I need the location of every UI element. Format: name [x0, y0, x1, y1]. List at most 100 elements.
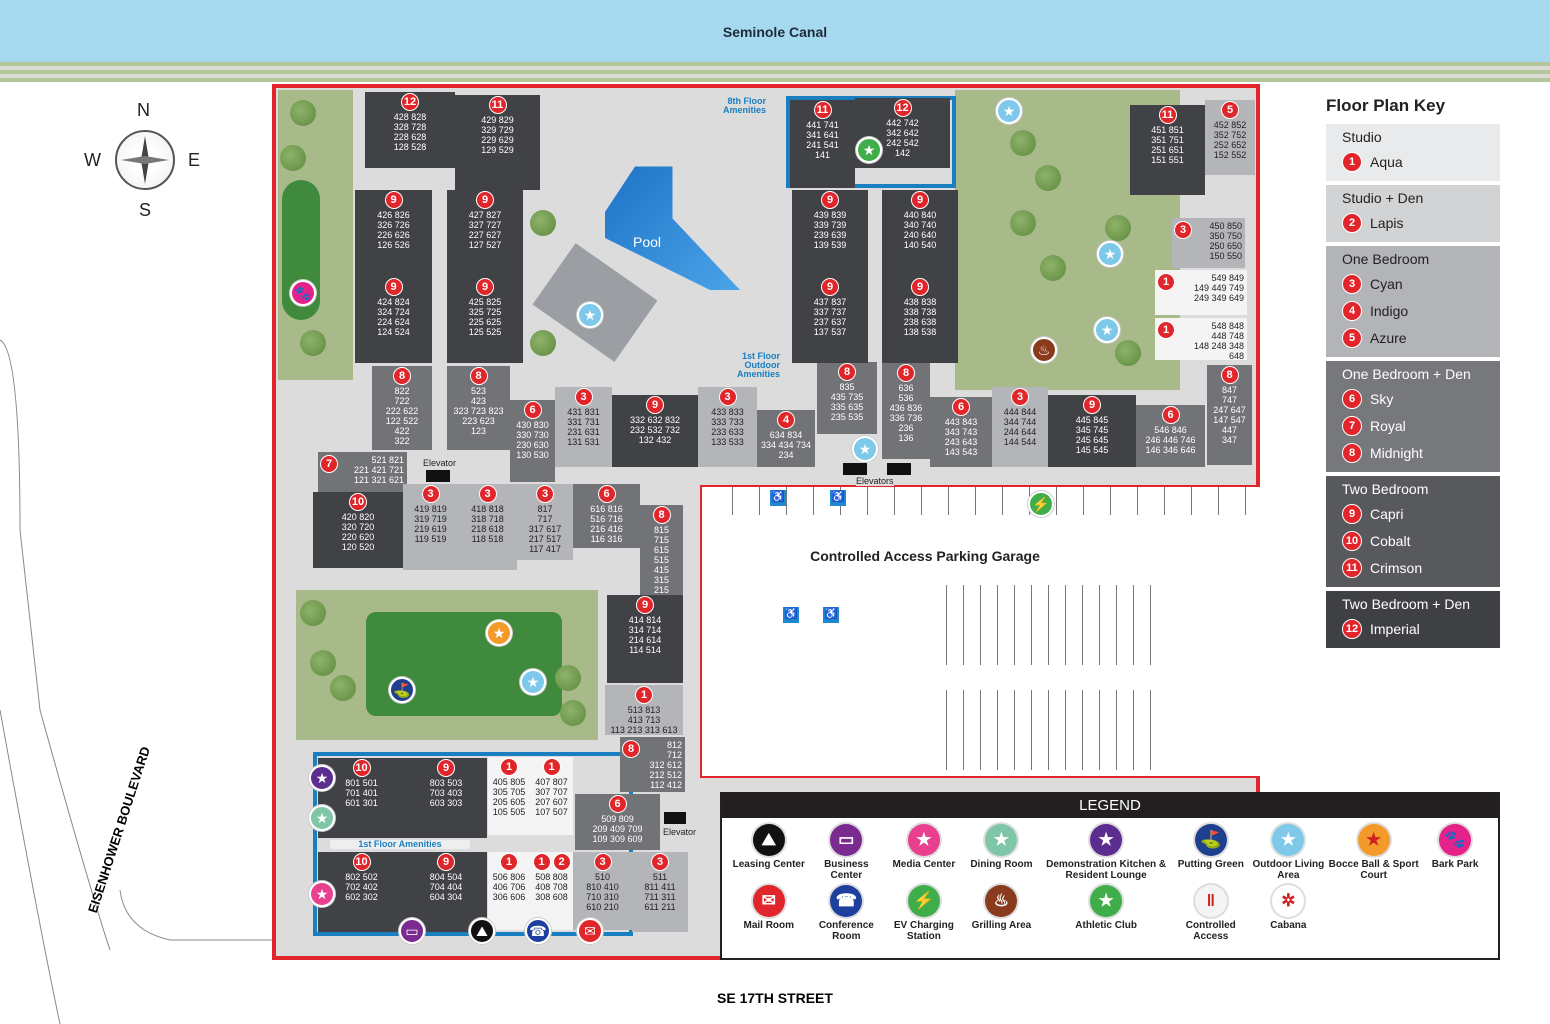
elevator-label: Elevator — [423, 458, 457, 468]
unit-numbers: 442 742 342 642 242 542 142 — [886, 118, 919, 158]
floor-plan-badges: 9 — [882, 191, 958, 209]
floor-plan-badges: 11 — [1130, 106, 1205, 124]
floor-plan-name: Crimson — [1370, 559, 1423, 576]
tree — [1010, 210, 1036, 236]
athletic-club-marker-icon[interactable]: ★ — [856, 137, 882, 163]
unit-numbers: 414 814 314 714 214 614 114 514 — [628, 615, 662, 655]
floor-plan-badge: 3 — [651, 853, 669, 871]
elevators-label: Elevators — [856, 476, 894, 486]
accessible-parking-icon: ♿ — [830, 490, 846, 506]
roads — [0, 339, 280, 1024]
business-center-marker-icon[interactable]: ▭ — [399, 918, 425, 944]
floor-plan-badge: 10 — [352, 853, 371, 871]
outdoor-living-marker-icon[interactable]: ★ — [996, 98, 1022, 124]
outdoor-living-marker-icon[interactable]: ★ — [1094, 317, 1120, 343]
leasing-center-marker-icon[interactable]: ⛰ — [469, 918, 495, 944]
media-center-marker-icon[interactable]: ★ — [309, 881, 335, 907]
mail-room-marker-icon[interactable]: ✉ — [577, 918, 603, 944]
floor-plan-badge: 6 — [523, 401, 542, 419]
floor-plan-badges: 9 — [882, 278, 958, 296]
ev-charging-marker-icon[interactable]: ⚡ — [1028, 491, 1054, 517]
demonstration-kitchen-marker-icon[interactable]: ★ — [309, 765, 335, 791]
bark-park-marker-icon[interactable]: 🐾 — [290, 280, 316, 306]
legend-label: Demonstration Kitchen & Resident Lounge — [1046, 859, 1167, 881]
unit-numbers: 506 806 406 706 306 606 — [492, 872, 526, 902]
floor-plan-badge: 3 — [718, 388, 737, 406]
unit-numbers: 405 805 305 705 205 605 105 505 — [492, 777, 526, 817]
bocce-ball-marker-icon[interactable]: ★ — [486, 620, 512, 646]
outdoor-living-marker-icon[interactable]: ★ — [1097, 241, 1123, 267]
outdoor-living-marker-icon[interactable]: ★ — [520, 669, 546, 695]
golf-ball-icon: ⛳ — [1194, 824, 1227, 856]
outdoor-living-marker-icon[interactable]: ★ — [852, 436, 878, 462]
pool-label: Pool — [633, 234, 662, 250]
floor-plan-badges: 1 — [605, 686, 683, 704]
floor-plan-badge: 6 — [952, 398, 970, 416]
grilling-area-marker-icon[interactable]: ♨ — [1031, 337, 1057, 363]
floor-plan-badges: 9 — [792, 278, 868, 296]
putting-green-marker-icon[interactable]: ⛳ — [389, 677, 415, 703]
dining-room-marker-icon[interactable]: ★ — [309, 805, 335, 831]
legend-item: ✲Cabana — [1250, 885, 1328, 942]
unit-numbers: 634 834 334 434 734 234 — [760, 430, 812, 460]
floor-plan-badges: 9 — [405, 853, 487, 871]
legend-title: LEGEND — [722, 794, 1498, 818]
elevator-label: Elevator — [663, 827, 697, 837]
outdoor-living-marker-icon[interactable]: ★ — [577, 302, 603, 328]
unit-numbers: 548 848 448 748 148 248 348 648 — [1193, 321, 1244, 361]
conference-room-marker-icon[interactable]: ☎ — [525, 918, 551, 944]
